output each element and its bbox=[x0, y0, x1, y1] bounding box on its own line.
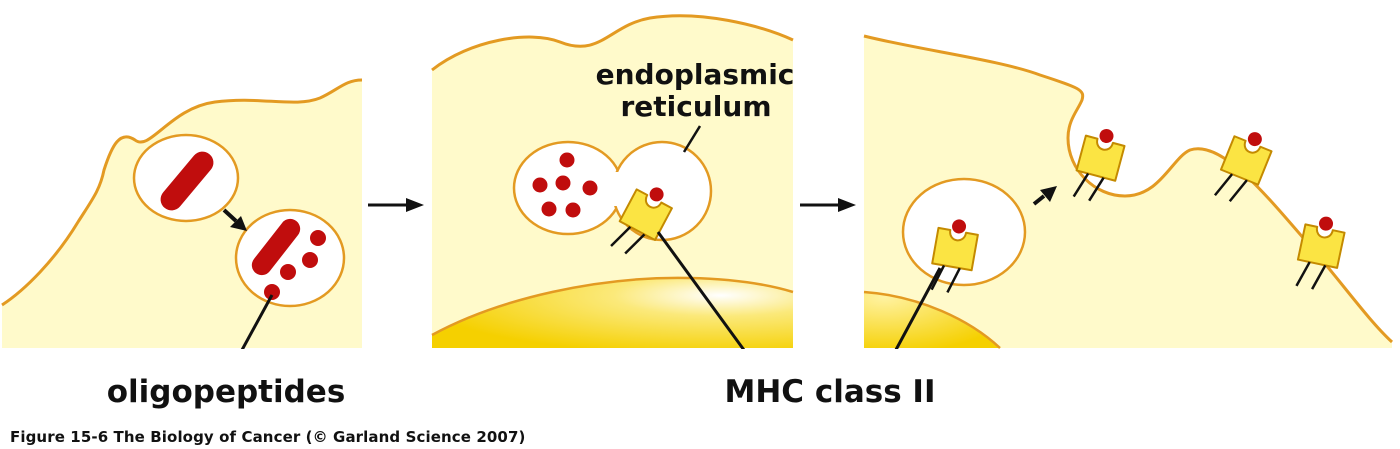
endoplasmic-reticulum-label-line2: reticulum bbox=[620, 90, 771, 123]
nucleus-envelope bbox=[431, 276, 794, 337]
panel-3-surface-display bbox=[863, 34, 1394, 373]
endoplasmic-reticulum-label-line1: endoplasmic bbox=[596, 58, 795, 91]
step-arrow-1 bbox=[368, 198, 424, 212]
oligopeptide-dot bbox=[310, 230, 326, 246]
protein-rod bbox=[160, 151, 214, 211]
panel-2-membrane bbox=[431, 14, 794, 72]
fusion-neck bbox=[598, 172, 636, 206]
oligopeptide-dot bbox=[582, 180, 598, 196]
panel-2-er-fusion bbox=[431, 14, 794, 373]
oligopeptide-dot bbox=[565, 202, 581, 218]
er-leader-line bbox=[682, 125, 702, 153]
oligopeptide-dot bbox=[302, 252, 318, 268]
exocytosis-arrow bbox=[1032, 194, 1046, 206]
transport-arrow-small bbox=[222, 208, 238, 223]
oligopeptide-dot bbox=[559, 152, 575, 168]
oligopeptide-dot bbox=[264, 284, 280, 300]
mhc-class-ii-label: MHC class II bbox=[724, 374, 935, 410]
nucleus-edge-envelope bbox=[863, 290, 1001, 349]
oligopeptide-dot bbox=[541, 201, 557, 217]
oligopeptides-label: oligopeptides bbox=[107, 374, 346, 410]
protein-fragment-rod bbox=[251, 218, 301, 276]
transport-arrowhead bbox=[230, 216, 247, 231]
figure-caption: Figure 15-6 The Biology of Cancer (© Gar… bbox=[10, 428, 526, 446]
mhc-leader-line bbox=[656, 231, 762, 373]
exocytosis-arrowhead bbox=[1040, 186, 1057, 202]
step-arrow-2 bbox=[800, 198, 856, 212]
oligopeptide-dot bbox=[532, 177, 548, 193]
nucleus-edge bbox=[864, 292, 1000, 348]
oligopeptide-dot bbox=[555, 175, 571, 191]
oligopeptide-dot bbox=[280, 264, 296, 280]
panel-1-endocytosis bbox=[1, 78, 363, 373]
panel-1-membrane bbox=[1, 78, 363, 307]
bottom-margin bbox=[0, 349, 1400, 449]
